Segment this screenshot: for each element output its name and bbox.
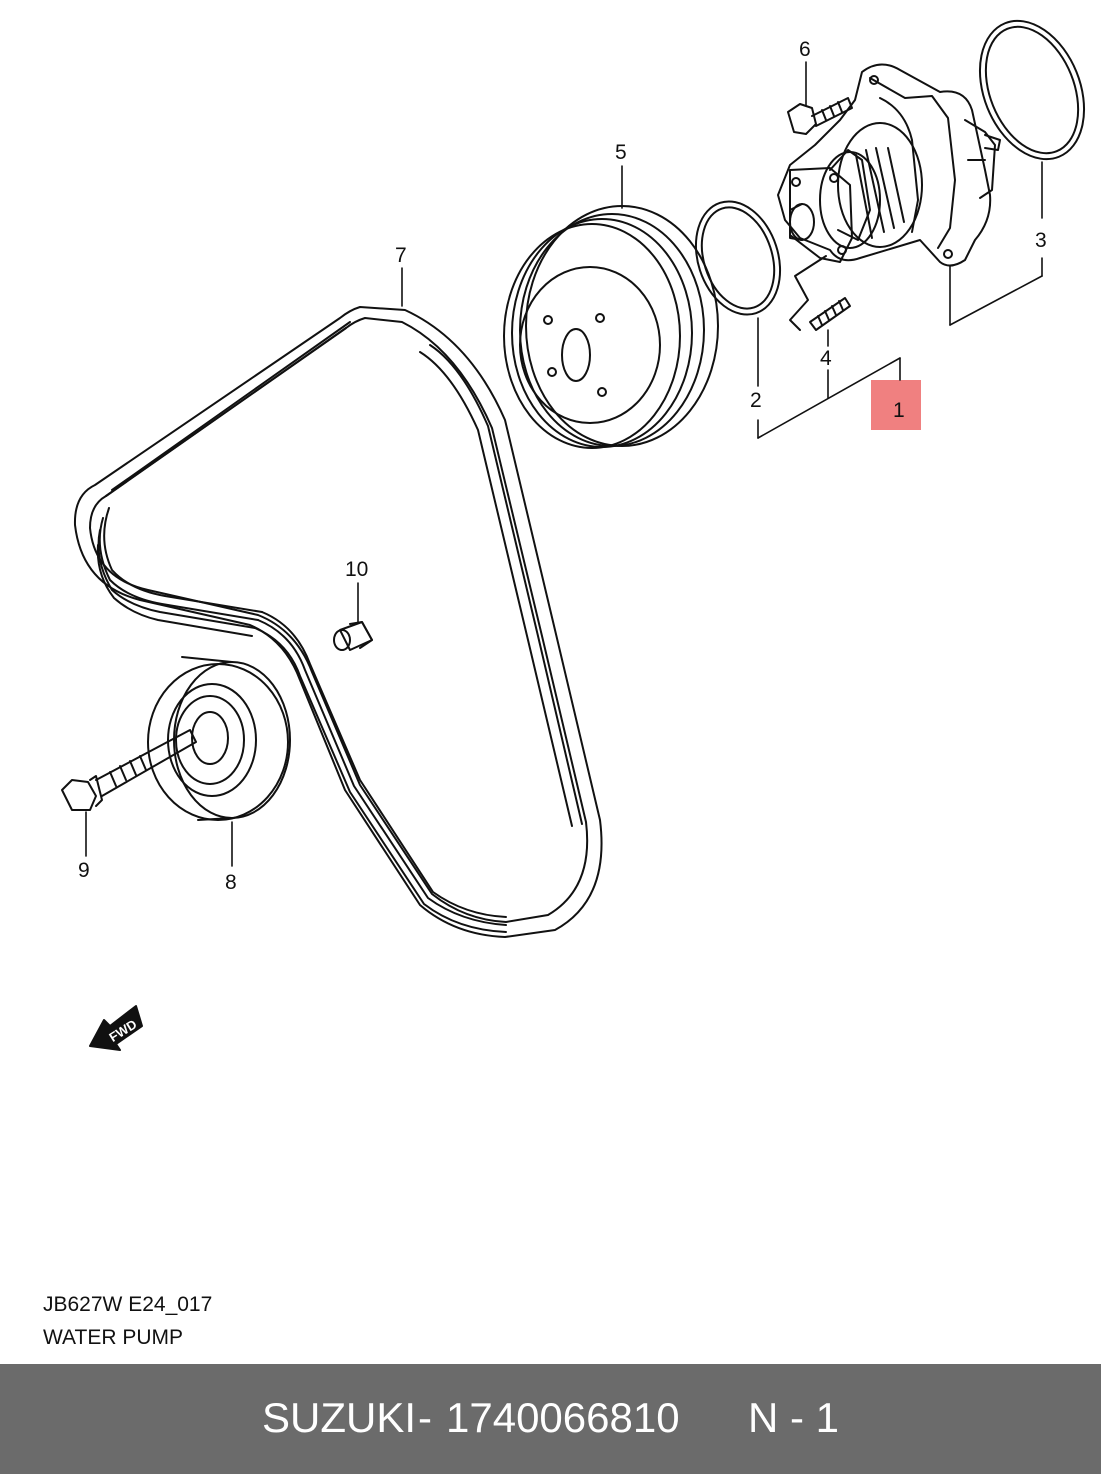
callout-7[interactable]: 7 — [395, 244, 407, 267]
callout-leader-lines — [85, 61, 1043, 867]
drive-belt — [73, 306, 603, 938]
water-pump-assembly — [777, 63, 1001, 267]
callout-6[interactable]: 6 — [799, 38, 811, 61]
water-pump-pulley — [503, 205, 719, 449]
footer-quantity: N - 1 — [748, 1394, 840, 1441]
idler-pulley — [147, 656, 291, 821]
diagram-title: WATER PUMP — [43, 1326, 183, 1349]
forward-direction-arrow: FWD — [89, 1005, 143, 1051]
callout-5[interactable]: 5 — [615, 141, 627, 164]
pump-bolt — [787, 97, 853, 135]
callout-labels: 1 2 3 4 5 6 7 8 9 10 — [78, 38, 1047, 894]
pump-gasket — [694, 200, 782, 316]
callout-10[interactable]: 10 — [345, 558, 368, 581]
highlighted-part-marker — [871, 380, 921, 430]
callout-9[interactable]: 9 — [78, 859, 90, 882]
callout-1[interactable]: 1 — [893, 399, 905, 422]
stud-bolt — [789, 255, 851, 331]
footer-bar: SUZUKI - 1740066810 N - 1 — [0, 1364, 1101, 1474]
footer-part-number: 1740066810 — [446, 1394, 680, 1441]
idler-spacer — [333, 621, 373, 651]
callout-2[interactable]: 2 — [750, 389, 762, 412]
footer-separator: - — [418, 1394, 432, 1441]
callout-8[interactable]: 8 — [225, 871, 237, 894]
callout-3[interactable]: 3 — [1035, 229, 1047, 252]
diagram-code: JB627W E24_017 — [43, 1293, 213, 1316]
idler-bolt — [61, 729, 197, 811]
exploded-parts-diagram: FWD 1 2 3 4 5 6 7 8 9 10 — [61, 19, 1086, 1051]
callout-4[interactable]: 4 — [820, 347, 832, 370]
pump-housing-gasket — [978, 19, 1086, 161]
footer-brand: SUZUKI — [262, 1394, 417, 1441]
